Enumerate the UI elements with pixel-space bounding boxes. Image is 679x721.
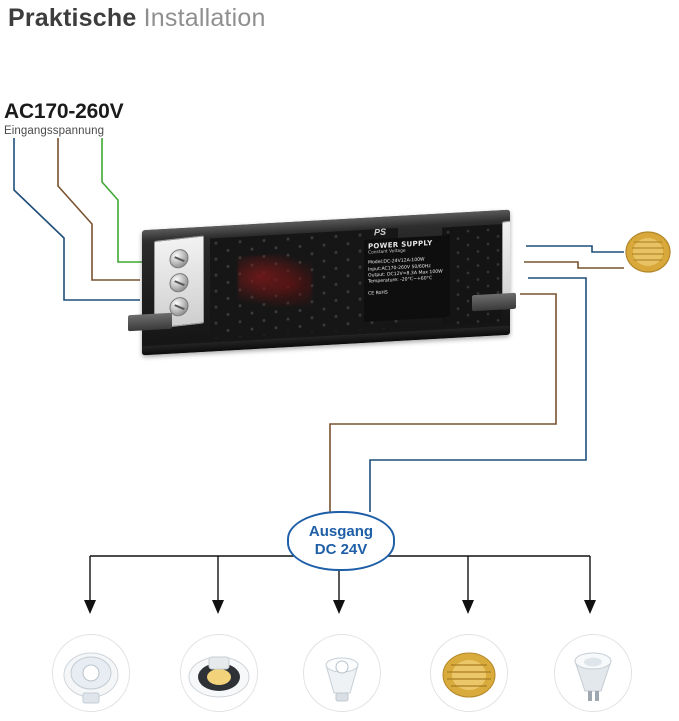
gold-led-module [622,229,674,275]
terminal-screw [169,296,189,318]
output-badge-line-2: DC 24V [314,541,368,558]
psu-brand-mark: PS [374,226,387,238]
page-title: Praktische Installation [8,4,266,33]
psu-spec-label: POWER SUPPLY Constant Voltage Model:DC-2… [364,235,450,322]
terminal-screw [169,272,189,294]
lamp-mr16-spot-white [303,634,381,712]
psu-internal-glow [238,252,312,309]
psu-cert-marks: CE RoHS [368,290,388,297]
psu-mounting-foot-left [128,312,172,332]
lamp-mr16-reflector-bulb [554,634,632,712]
input-voltage-label: AC170-260V Eingangsspannung [4,100,124,137]
lamp-gold-cob-module [430,634,508,712]
lamp-recessed-downlight [180,634,258,712]
psu-body: PS POWER SUPPLY Constant Voltage Model:D… [142,209,510,356]
input-voltage-caption: Eingangsspannung [4,125,105,137]
terminal-screw [169,248,189,270]
wire-dc-to-connector-brown [524,261,624,269]
psu-mounting-foot-right [472,292,516,312]
input-voltage-value: AC170-260V [4,100,124,123]
title-light: Installation [143,4,266,32]
title-bold: Praktische [8,4,137,32]
wire-dc-to-connector-blue [526,245,624,253]
output-badge: Ausgang DC 24V [287,511,395,571]
power-supply-unit: PS POWER SUPPLY Constant Voltage Model:D… [120,209,528,356]
lamp-cob-spotlight [52,634,130,712]
output-badge-line-1: Ausgang [308,523,374,540]
arrowheads [84,600,596,614]
